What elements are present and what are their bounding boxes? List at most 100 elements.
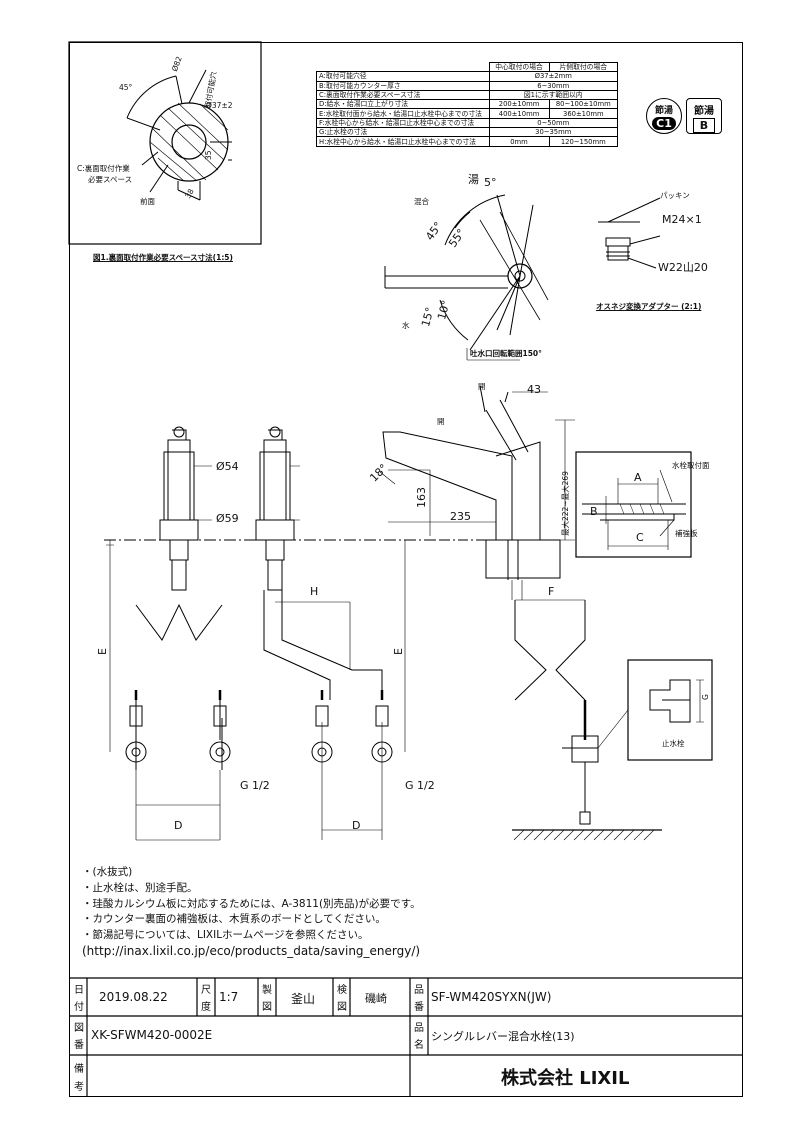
fig1-caption: 図1.裏面取付作業必要スペース寸法(1:5) [93,253,233,262]
adapter-caption: オスネジ変換アダプター (2:1) [596,302,702,311]
dim-E-left: E [96,648,109,655]
dim-G: G [701,694,710,700]
title-block-lines [69,977,743,1097]
detail-A: A [634,471,642,484]
spec-value-side: 120~150mm [548,136,619,147]
spec-header-row: 中心取付の場合 片側取付の場合 [317,61,619,73]
spec-value-center: 400±10mm [488,108,550,119]
tb-drawn-label-2: 図 [262,1002,272,1013]
elev-dim-235: 235 [450,510,471,523]
spec-label: E:水栓取付面から給水・給湯口止水栓中心までの寸法 [316,108,490,119]
spec-value: 0~50mm [488,117,618,129]
dim-D-left: D [174,819,183,832]
spec-label: G:止水栓の寸法 [316,127,490,138]
water-saving-badge-b: 節湯 B [686,98,722,134]
fig1-hole-dia: Ø37±2 [206,101,233,110]
dim-D-right: D [352,819,361,832]
thread-g12-right: G 1/2 [405,779,435,792]
piping-right [263,540,406,840]
lever-water: 水 [402,321,410,330]
fig1-back-space-1: C:裏面取付作業 [77,164,130,173]
notes-block: ・(水抜式) ・止水栓は、別途手配。 ・珪酸カルシウム板に対応するためには、A-… [82,865,421,960]
note-line: (http://inax.lixil.co.jp/eco/products_da… [82,943,421,958]
side-elevation [379,385,575,600]
tb-date-label-2: 付 [74,1002,84,1013]
spec-value-center: 200±10mm [488,99,550,110]
tb-remark-label-1: 備 [74,1064,84,1075]
badge-c1-code: C1 [652,117,676,130]
thread-g12-left: G 1/2 [240,779,270,792]
stop-valve-label: 止水栓 [662,739,685,748]
adapter-packing: パッキン [660,191,690,200]
tb-drawing-no: XK-SFWM420-0002E [91,1028,213,1042]
elev-open-2: 開 [437,417,445,426]
tb-checked: 磯崎 [365,992,387,1005]
dim-H: H [310,585,319,598]
fig1-back-space-2: 必要スペース [88,175,133,184]
dim-F: F [548,585,555,598]
note-line: ・(水抜式) [82,866,133,878]
dim-E-right: E [392,648,405,655]
tb-scale-label-2: 度 [201,1002,211,1013]
note-line: ・カウンター裏面の補強板は、木質系のボードとしてください。 [82,913,386,926]
note-line: ・止水栓は、別途手配。 [82,881,198,894]
front-dia-54: Ø54 [216,460,239,473]
tb-remark-label-2: 考 [74,1082,84,1093]
adapter-drawing [598,197,661,269]
mounting-hole-ring [126,69,232,201]
counter-detail-box [575,451,692,558]
tb-prodno-label-2: 番 [414,1002,424,1013]
lever-angle-diagram [384,194,549,361]
elev-dim-163: 163 [415,487,428,508]
tb-name-label-2: 名 [414,1040,424,1051]
elev-open-1: 開 [478,382,486,391]
spec-header-side: 片側取付の場合 [548,61,619,73]
fig1-angle: 45° [119,83,133,92]
tb-scale: 1:7 [219,990,239,1004]
spec-header-center: 中心取付の場合 [488,61,550,73]
tb-check-label-1: 検 [337,985,347,996]
drawing-frame [69,42,743,1097]
spec-label: A:取付可能穴径 [316,71,490,82]
tb-drawn-label-1: 製 [262,985,272,996]
title-block: 日 付 2019.08.22 尺 度 1:7 製 図 釜山 検 図 磯崎 品 番… [69,978,743,1097]
tb-product-name: シングルレバー混合水栓(13) [431,1030,575,1043]
badge-c1-label: 節湯 [654,106,673,116]
detail-C: C [636,531,644,544]
note-line: ・珪酸カルシウム板に対応するためには、A-3811(別売品)が必要です。 [82,897,421,910]
front-view-faucets [104,426,440,591]
tb-scale-label-1: 尺 [201,985,211,996]
detail-B: B [590,505,598,518]
spec-label: B:取付可能カウンター厚さ [316,80,490,91]
spec-row: C:裏面取付作業必要スペース寸法図1に示す範囲以内 [316,89,618,101]
spec-value: 図1に示す範囲以内 [488,89,618,101]
detail-face: 水栓取付面 [672,461,710,470]
spec-value: 30~35mm [488,127,618,138]
spec-value: Ø37±2mm [488,71,618,82]
fig1-front: 前面 [140,197,155,206]
spec-value-side: 360±10mm [548,108,619,119]
tb-date-label-1: 日 [74,985,84,996]
lever-hot: 湯 [468,173,479,186]
front-dia-59: Ø59 [216,512,239,525]
elev-dim-222-269: 最大222~最大269 [561,471,570,536]
adapter-m24: M24×1 [662,213,702,226]
adapter-w22: W22山20 [658,261,708,274]
spec-label: C:裏面取付作業必要スペース寸法 [316,89,490,101]
tb-product-no: SF-WM420SYXN(JW) [431,990,552,1004]
spec-label: D:給水・給湯口立上がり寸法 [316,99,490,110]
piping-left [106,540,231,841]
tb-name-label-1: 品 [414,1023,424,1034]
piping-side [512,599,713,841]
spout-rotation-range: 吐水口回転範囲150° [470,349,542,358]
spec-label: H:水栓中心から給水・給湯口止水栓中心までの寸法 [316,136,490,147]
water-saving-badge-c1: 節湯 C1 [646,98,682,134]
elev-dim-43: 43 [527,383,541,396]
